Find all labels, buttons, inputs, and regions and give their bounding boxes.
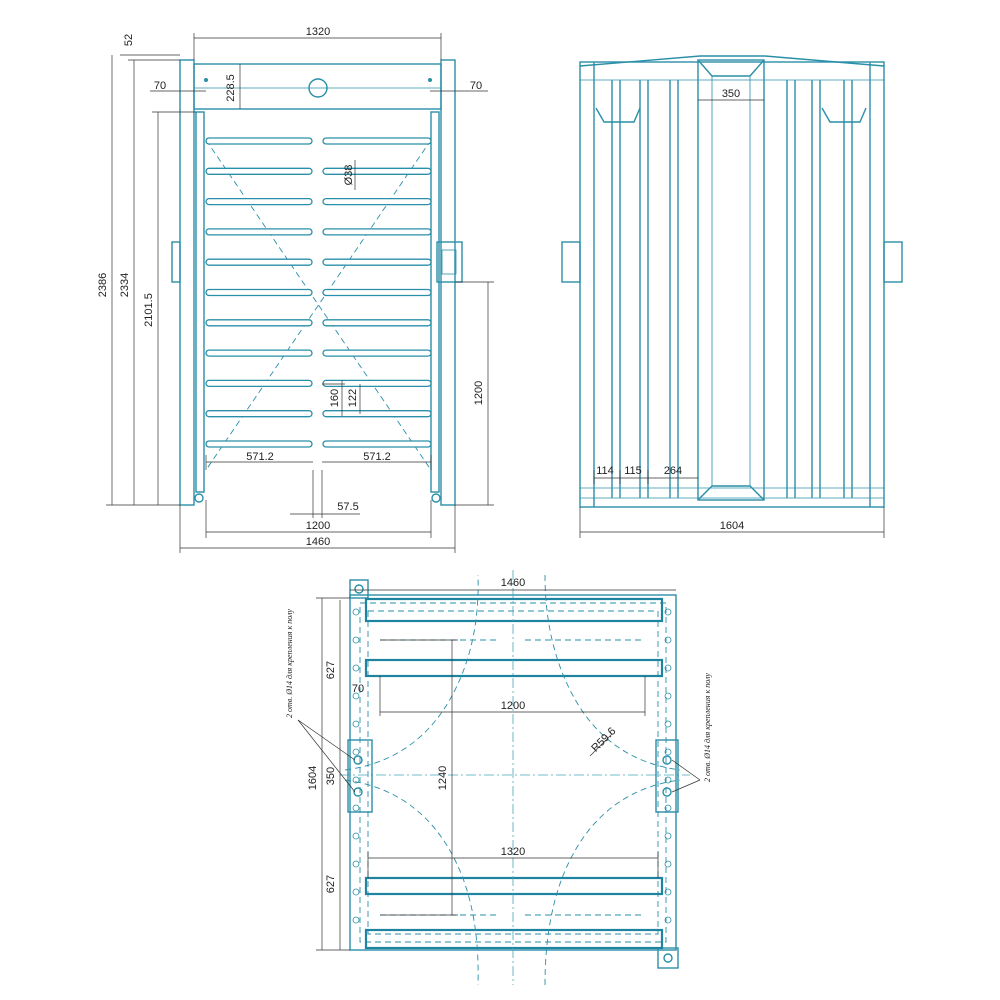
rotor-bar	[322, 197, 432, 206]
bolt-hole	[352, 664, 360, 672]
control-box	[436, 241, 463, 283]
bolt-hole	[352, 692, 360, 700]
rotor-bar	[205, 258, 313, 266]
dim-front-side-height: 1200	[473, 381, 485, 405]
dim-plan-total-depth: 1604	[307, 766, 319, 790]
left-inner-post	[195, 111, 205, 493]
plan-top-beam	[364, 597, 664, 623]
dim-plan-middle-width: 350	[325, 767, 337, 785]
plan-right-mount	[655, 739, 679, 813]
plan-lower-pass-beam	[364, 876, 664, 896]
rotor-bar	[322, 288, 432, 297]
dim-front-top-width: 1320	[306, 26, 330, 38]
dim-front-right-span: 571.2	[363, 451, 391, 463]
right-inner-post	[430, 111, 440, 493]
plan-note-left: 2 отв. Ø14 для крепления к полу	[285, 609, 294, 718]
dim-front-right-offset: 70	[470, 80, 482, 92]
bolt-hole	[664, 692, 672, 700]
bolt-hole	[352, 636, 360, 644]
side-center-column	[697, 59, 765, 501]
bolt-hole	[664, 888, 672, 896]
dim-side-center-width: 350	[722, 88, 740, 100]
dim-front-gap: 122	[347, 389, 359, 407]
rotor-bar	[322, 349, 432, 357]
dim-plan-offset: 70	[352, 683, 364, 695]
bolt-hole	[664, 776, 672, 784]
dim-plan-upper-depth: 627	[325, 661, 337, 679]
dim-front-total-height: 2386	[97, 273, 109, 297]
bolt-hole	[664, 636, 672, 644]
bolt-hole	[352, 776, 360, 784]
bolt-hole	[352, 860, 360, 868]
dim-plan-radius: R59.6	[589, 725, 618, 754]
rotor-bar	[205, 288, 313, 297]
dim-plan-top-width: 1460	[501, 577, 525, 589]
bolt-hole	[352, 748, 360, 756]
rotor-bar	[322, 379, 432, 388]
rotor-bar	[205, 228, 313, 236]
side-view: 350 114 115 264 1604	[561, 55, 903, 538]
dim-side-d2: 115	[624, 465, 642, 477]
rotor-bar	[322, 258, 432, 266]
rotor-bar	[205, 440, 313, 448]
bolt-hole	[352, 888, 360, 896]
dim-side-d3: 264	[664, 465, 682, 477]
plan-bottom-beam	[364, 928, 664, 950]
dim-front-pipe-diameter: Ø38	[343, 165, 355, 186]
rotor-bar	[322, 137, 432, 145]
rotor-bar	[205, 197, 313, 206]
dim-side-d1: 114	[596, 465, 614, 477]
dim-front-left-offset: 70	[154, 80, 166, 92]
bolt-hole	[664, 720, 672, 728]
rotor-bar	[205, 137, 313, 145]
plan-upper-pass-beam	[364, 658, 664, 678]
dim-front-center-gap: 57.5	[337, 501, 358, 513]
rotor-bar	[322, 410, 432, 418]
rotor-bar	[205, 379, 313, 388]
bolt-hole	[352, 608, 360, 616]
rotor-bar	[205, 319, 313, 327]
rotor-bar	[322, 319, 432, 327]
dim-front-inner-height: 2101.5	[143, 293, 155, 327]
bolt-hole	[664, 608, 672, 616]
bolt-hole	[352, 832, 360, 840]
bolt-hole	[664, 804, 672, 812]
dim-front-top-offset: 52	[123, 34, 135, 46]
bolt-hole	[664, 832, 672, 840]
rotor-bar	[205, 349, 313, 357]
rotor-bar	[205, 410, 313, 418]
dim-plan-pass-length: 1240	[437, 766, 449, 790]
header-beam	[193, 63, 442, 110]
rotor-bar	[322, 440, 432, 448]
rotor-bar	[322, 228, 432, 236]
dim-side-total-width: 1604	[720, 520, 744, 532]
bolt-hole	[352, 720, 360, 728]
plan-left-mount	[347, 739, 373, 813]
dim-front-left-span: 571.2	[246, 451, 274, 463]
plan-view: 1460 627 70 1200 R59.6 1604 350 1240 132…	[285, 570, 712, 986]
plan-note-right: 2 отв. Ø14 для крепления к полу	[703, 673, 712, 782]
rotor-bars	[205, 137, 432, 448]
dim-front-header-height: 228.5	[225, 74, 237, 102]
rotor-bar	[322, 167, 432, 175]
bolt-hole	[664, 664, 672, 672]
dim-plan-lower-depth: 627	[325, 875, 337, 893]
dim-plan-frame-width: 1320	[501, 846, 525, 858]
front-view: 1320 52 70 70 228.5 Ø38 2386 2334 2101.5…	[97, 26, 494, 553]
bolt-hole	[352, 804, 360, 812]
bolt-hole	[352, 916, 360, 924]
dim-front-inner-width: 1200	[306, 520, 330, 532]
bolt-hole	[664, 916, 672, 924]
dim-front-step: 160	[329, 389, 341, 407]
rotor-bar	[205, 167, 313, 175]
dim-plan-inner-width: 1200	[501, 700, 525, 712]
bolt-hole	[664, 748, 672, 756]
header-lock-hole	[308, 78, 328, 98]
dim-front-frame-height: 2334	[119, 273, 131, 297]
bolt-hole	[664, 860, 672, 868]
side-outer-frame	[579, 61, 885, 508]
left-post	[179, 59, 195, 506]
dim-front-outer-width: 1460	[306, 536, 330, 548]
